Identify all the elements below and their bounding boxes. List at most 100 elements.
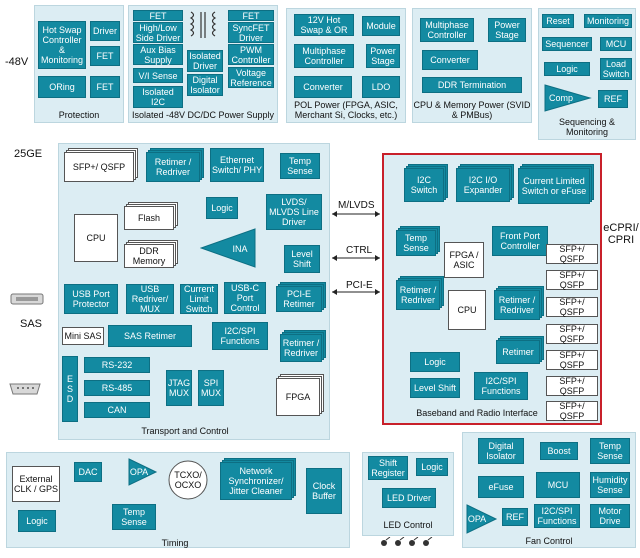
timing-opa-label: OPA bbox=[129, 467, 149, 477]
timing-logic: Logic bbox=[18, 510, 56, 532]
input-48v-label: -48V bbox=[5, 56, 29, 68]
current-limit-switch: Current Limit Switch bbox=[180, 284, 218, 314]
baseband-i2c-spi: I2C/SPI Functions bbox=[474, 372, 528, 400]
sequencer-block: Sequencer bbox=[542, 37, 592, 51]
seq-logic: Logic bbox=[544, 62, 590, 76]
baseband-retimer-left: Retimer / Redriver bbox=[396, 280, 440, 310]
baseband-retimer-mid: Retimer / Redriver bbox=[494, 290, 540, 320]
motor-drive: Motor Drive bbox=[590, 504, 630, 528]
tcxo-label: TCXO/ OCXO bbox=[174, 470, 202, 490]
fan-digital-isolator: Digital Isolator bbox=[478, 438, 524, 464]
mini-sas: Mini SAS bbox=[62, 327, 104, 345]
fan-mcu: MCU bbox=[536, 472, 580, 498]
fet-right: FET bbox=[228, 10, 274, 21]
esd-block: E S D bbox=[62, 356, 78, 422]
fpga-asic: FPGA / ASIC bbox=[444, 242, 484, 278]
i2c-io-expander: I2C I/O Expander bbox=[456, 168, 510, 202]
led-logic: Logic bbox=[416, 458, 448, 476]
baseband-retimer-low: Retimer bbox=[496, 340, 540, 364]
sfp-qsfp-3: SFP+/ QSFP bbox=[546, 297, 598, 317]
sfp-qsfp-6: SFP+/ QSFP bbox=[546, 376, 598, 396]
retimer-redriver-1: Retimer / Redriver bbox=[146, 152, 200, 182]
fan-opa-label: OPA bbox=[467, 514, 487, 524]
ddr-termination: DDR Termination bbox=[422, 77, 522, 93]
voltage-reference: Voltage Reference bbox=[228, 67, 274, 88]
current-limited-switch: Current Limited Switch or eFuse bbox=[518, 168, 590, 204]
isolated-caption: Isolated -48V DC/DC Power Supply bbox=[131, 110, 275, 120]
can-block: CAN bbox=[84, 402, 150, 418]
network-synchronizer: Network Synchronizer/ Jitter Cleaner bbox=[220, 462, 292, 500]
lvds-line-driver: LVDS/ MLVDS Line Driver bbox=[266, 194, 322, 230]
mlvds-link-label: M/LVDS bbox=[338, 200, 375, 211]
timing-opa-icon bbox=[128, 458, 158, 486]
oring-block: ORing bbox=[38, 76, 86, 98]
syncfet-driver: SyncFET Driver bbox=[228, 22, 274, 43]
baseband-caption: Baseband and Radio Interface bbox=[416, 408, 538, 418]
transformer-icon bbox=[189, 11, 217, 38]
transport-temp-sense: Temp Sense bbox=[280, 153, 320, 179]
fan-opa-icon bbox=[466, 504, 498, 534]
isolated-driver: Isolated Driver bbox=[187, 50, 223, 72]
ethernet-switch-phy: Ethernet Switch/ PHY bbox=[210, 148, 264, 182]
fan-temp-sense: Temp Sense bbox=[590, 438, 630, 464]
level-shift-transport: Level Shift bbox=[284, 245, 320, 273]
pol-multiphase-controller: Multiphase Controller bbox=[294, 44, 354, 68]
transport-fpga: FPGA bbox=[276, 378, 320, 416]
ctrl-link-label: CTRL bbox=[346, 245, 373, 256]
led-icons bbox=[381, 537, 433, 546]
cpu-power-stage: Power Stage bbox=[488, 18, 526, 42]
sfp-qsfp-5: SFP+/ QSFP bbox=[546, 350, 598, 370]
ext-cpri-label: eCPRI/ CPRI bbox=[603, 222, 639, 246]
front-port-controller: Front Port Controller bbox=[492, 226, 548, 256]
seq-caption: Sequencing & Monitoring bbox=[558, 117, 616, 137]
timing-temp-sense: Temp Sense bbox=[112, 504, 156, 530]
pcie-retimer: PCI-E Retimer bbox=[276, 286, 322, 312]
cpu-mem-caption: CPU & Memory Power (SVID & PMBus) bbox=[413, 100, 531, 120]
seq-mcu: MCU bbox=[600, 37, 632, 51]
sfp-qsfp-2: SFP+/ QSFP bbox=[546, 270, 598, 290]
pol-converter: Converter bbox=[294, 76, 352, 98]
hot-swap-12v: 12V Hot Swap & OR bbox=[294, 14, 354, 36]
spi-mux: SPI MUX bbox=[198, 370, 224, 406]
usb-connector-icon bbox=[10, 293, 44, 305]
transport-cpu: CPU bbox=[74, 214, 118, 262]
sas-retimer: SAS Retimer bbox=[108, 325, 192, 347]
fan-caption: Fan Control bbox=[525, 536, 573, 546]
transport-i2c-spi: I2C/SPI Functions bbox=[212, 322, 268, 350]
i2c-switch: I2C Switch bbox=[404, 168, 444, 202]
led-caption: LED Control bbox=[383, 520, 433, 530]
driver-block: Driver bbox=[90, 21, 120, 41]
baseband-level-shift: Level Shift bbox=[410, 378, 460, 398]
timing-dac: DAC bbox=[74, 462, 102, 482]
fet-isolated: FET bbox=[133, 10, 183, 21]
transport-logic: Logic bbox=[206, 197, 238, 219]
cpu-converter: Converter bbox=[422, 50, 478, 70]
fan-i2c-spi: I2C/SPI Functions bbox=[534, 504, 580, 528]
load-switch: Load Switch bbox=[600, 58, 632, 80]
rs232-block: RS-232 bbox=[84, 357, 150, 373]
ext-25ge-label: 25GE bbox=[14, 148, 43, 160]
transport-caption: Transport and Control bbox=[141, 426, 229, 436]
fan-ref: REF bbox=[502, 508, 528, 526]
led-driver: LED Driver bbox=[382, 488, 436, 508]
ddr-memory: DDR Memory bbox=[124, 244, 174, 268]
comp-label: Comp bbox=[548, 93, 573, 103]
humidity-sense: Humidity Sense bbox=[590, 472, 630, 498]
hot-swap-controller: Hot Swap Controller & Monitoring bbox=[38, 21, 86, 69]
pol-caption: POL Power (FPGA, ASIC, Merchant Si, Cloc… bbox=[294, 100, 398, 120]
sfp-qsfp-transport: SFP+/ QSFP bbox=[64, 152, 134, 182]
baseband-temp-sense: Temp Sense bbox=[396, 230, 436, 256]
timing-caption: Timing bbox=[161, 538, 189, 548]
serial-connector-icon bbox=[9, 383, 41, 395]
flash-memory: Flash bbox=[124, 206, 174, 230]
pcie-link-label: PCI-E bbox=[346, 280, 373, 291]
isolated-i2c: Isolated I2C bbox=[133, 86, 183, 108]
clock-buffer: Clock Buffer bbox=[306, 468, 342, 514]
usbc-port-control: USB-C Port Control bbox=[224, 282, 266, 314]
retimer-redriver-2: Retimer / Redriver bbox=[280, 334, 322, 362]
fan-efuse: eFuse bbox=[478, 476, 524, 498]
boost-block: Boost bbox=[540, 442, 578, 460]
link-arrows bbox=[332, 211, 380, 295]
reset-block: Reset bbox=[542, 14, 574, 28]
monitoring-block: Monitoring bbox=[584, 14, 632, 28]
